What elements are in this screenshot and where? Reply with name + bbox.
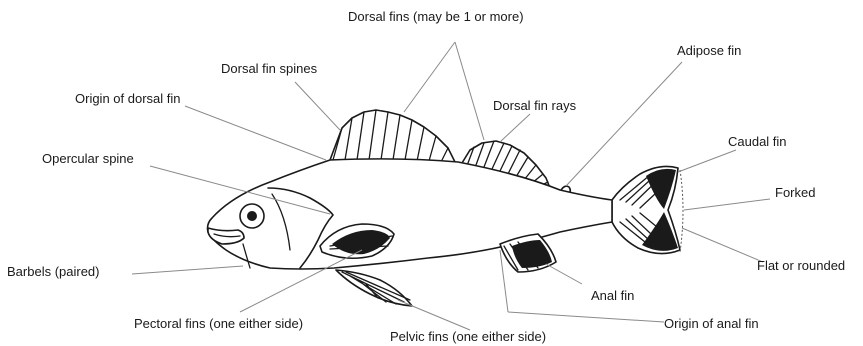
eye — [240, 204, 264, 228]
label-dorsal-fin-rays: Dorsal fin rays — [493, 98, 577, 113]
label-origin-dorsal-fin: Origin of dorsal fin — [75, 91, 181, 106]
label-opercular-spine: Opercular spine — [42, 151, 134, 166]
label-flat-or-rounded: Flat or rounded — [757, 258, 845, 273]
spiny-dorsal-fin — [330, 110, 455, 162]
label-dorsal-fins: Dorsal fins (may be 1 or more) — [348, 9, 524, 24]
label-caudal-fin: Caudal fin — [728, 134, 787, 149]
label-pelvic-fins: Pelvic fins (one either side) — [390, 329, 546, 344]
fish-illustration — [208, 110, 684, 306]
label-barbels: Barbels (paired) — [7, 264, 100, 279]
label-dorsal-fin-spines: Dorsal fin spines — [221, 61, 318, 76]
label-adipose-fin: Adipose fin — [677, 43, 741, 58]
label-forked: Forked — [775, 185, 815, 200]
label-anal-fin: Anal fin — [591, 288, 634, 303]
label-pectoral-fins: Pectoral fins (one either side) — [134, 316, 303, 331]
label-origin-anal-fin: Origin of anal fin — [664, 316, 759, 331]
caudal-fin — [612, 166, 683, 253]
